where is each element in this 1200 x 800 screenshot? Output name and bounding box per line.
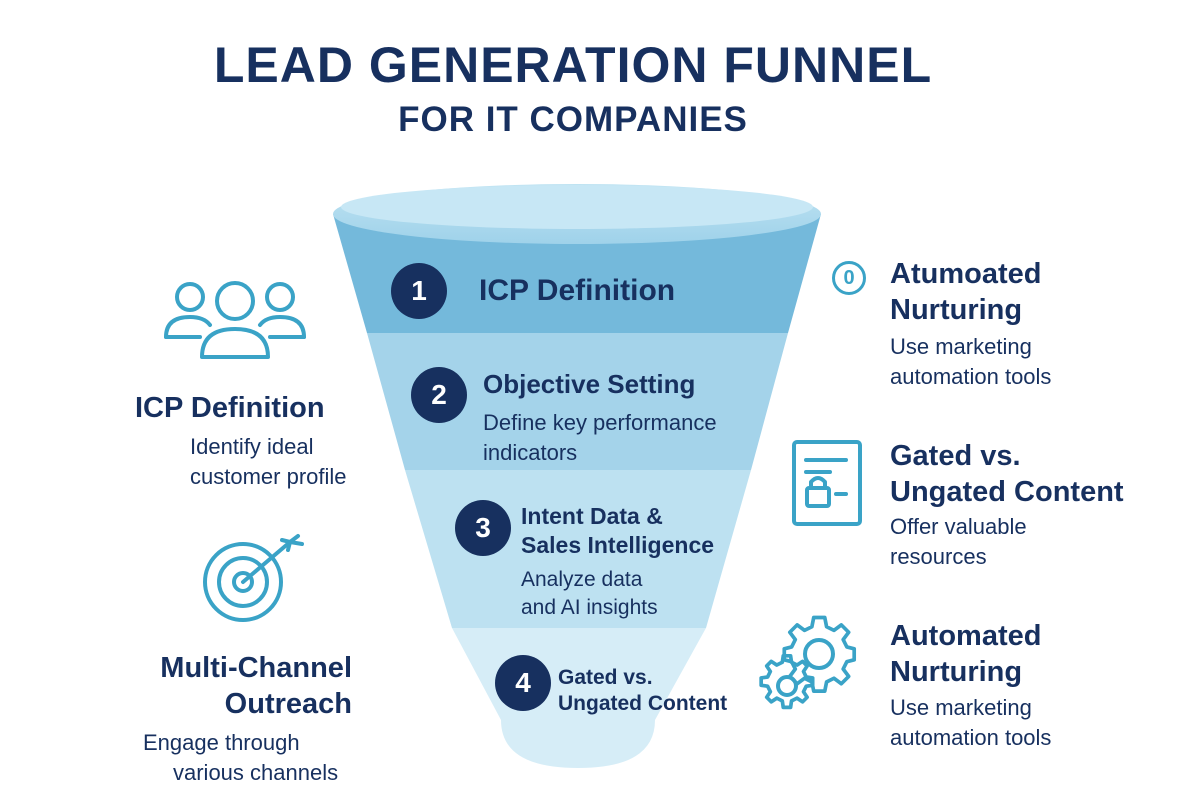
- locked-document-icon: [792, 440, 862, 526]
- right-item-2-description: Offer valuable resources: [890, 514, 1027, 570]
- users-group-icon: [164, 281, 306, 359]
- stage-2-description: Define key performance indicators: [483, 410, 717, 465]
- stage-2-number: 2: [411, 367, 467, 423]
- stage-4-title: Gated vs. Ungated Content: [558, 666, 728, 716]
- funnel-band-1: [333, 214, 821, 333]
- stage-3-number: 3: [455, 500, 511, 556]
- left-item-2-title: Multi-Channel Outreach: [160, 652, 352, 721]
- page-subtitle: FOR IT COMPANIES: [398, 100, 748, 139]
- stage-4-number: 4: [495, 655, 551, 711]
- left-item-1-title: ICP Definition: [135, 392, 325, 424]
- right-item-2-title: Gated vs. Ungated Content: [890, 440, 1124, 509]
- stage-3-title: Intent Data & Sales Intelligence: [521, 503, 715, 558]
- right-item-1-description: Use marketing automation tools: [890, 334, 1052, 390]
- target-icon: [203, 534, 304, 622]
- stage-1-number: 1: [391, 263, 447, 319]
- gears-icon: [759, 615, 857, 710]
- funnel-rim-highlight: [341, 185, 813, 229]
- stage-1-title: ICP Definition: [479, 274, 676, 307]
- left-item-2-description: Engage through various channels: [143, 730, 339, 786]
- left-item-1-description: Identify ideal customer profile: [190, 434, 347, 490]
- stage-2-title: Objective Setting: [483, 369, 696, 399]
- right-item-3-title: Automated Nurturing: [890, 620, 1042, 689]
- page-title: LEAD GENERATION FUNNEL: [213, 37, 933, 93]
- stage-3-description: Analyze data and AI insights: [521, 568, 658, 620]
- zero-badge-icon: 0: [832, 261, 866, 295]
- funnel-band-2: [367, 333, 788, 470]
- right-item-1-title: Atumoated Nurturing: [890, 258, 1042, 327]
- right-item-3-description: Use marketing automation tools: [890, 695, 1052, 751]
